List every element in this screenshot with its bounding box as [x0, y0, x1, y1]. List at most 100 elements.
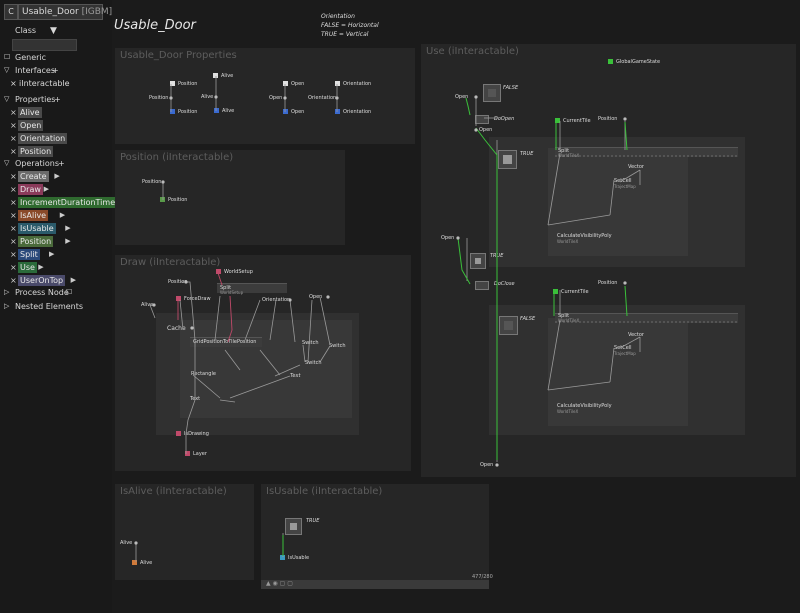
node-position-output[interactable]: Position — [160, 197, 187, 203]
node-alive-output[interactable]: Alive — [132, 560, 152, 566]
node-open[interactable]: Open — [309, 294, 323, 300]
true-toggle-box-icon-3[interactable] — [285, 518, 302, 535]
node-isusable-output[interactable]: IsUsable — [280, 555, 309, 561]
remove-x-icon[interactable]: × — [10, 79, 17, 88]
operation-item-isusable[interactable]: IsUsable — [18, 223, 56, 234]
node-cache[interactable]: Cache — [167, 325, 186, 332]
operation-item-draw[interactable]: Draw — [18, 184, 43, 195]
add-operation-plus-icon[interactable]: + — [58, 159, 65, 168]
add-property-plus-icon[interactable]: + — [54, 95, 61, 104]
position-panel[interactable]: Position (iInteractable) — [115, 150, 345, 245]
node-position-input[interactable]: Position — [142, 179, 162, 185]
class-input[interactable] — [12, 39, 77, 51]
operation-item-use[interactable]: Use — [18, 262, 37, 273]
split-bar-2[interactable] — [555, 313, 738, 323]
property-item-alive[interactable]: Alive — [18, 107, 42, 118]
node-text-italic[interactable]: Text — [290, 373, 301, 379]
remove-operation-x-icon[interactable]: × — [10, 172, 17, 181]
property-item-position[interactable]: Position — [18, 146, 54, 157]
node-orientation-top[interactable]: Orientation — [335, 81, 371, 87]
class-dropdown-arrow-icon[interactable]: ▼ — [50, 26, 57, 36]
false-toggle-box-icon[interactable] — [483, 84, 501, 102]
add-interface-plus-icon[interactable]: + — [52, 66, 59, 75]
node-alive-input[interactable]: Alive — [120, 540, 133, 546]
node-vector-2[interactable]: Vector — [628, 332, 644, 338]
node-setcell-1[interactable]: SetCell — [614, 178, 632, 184]
remove-operation-x-icon[interactable]: × — [10, 224, 17, 233]
node-alive-in[interactable]: Alive — [201, 94, 214, 100]
false-toggle-box-icon-2[interactable] — [499, 316, 518, 335]
element-title[interactable]: Usable_Door [IGBM] — [18, 4, 112, 20]
remove-operation-x-icon[interactable]: × — [10, 198, 17, 207]
operation-item-split[interactable]: Split — [18, 249, 40, 260]
operation-item-position[interactable]: Position — [18, 236, 54, 247]
remove-property-x-icon[interactable]: × — [10, 147, 17, 156]
toolbar-icons[interactable]: ▲ ◉ ▢ ▢ — [266, 580, 293, 587]
isalive-panel[interactable]: IsAlive (iInteractable) — [115, 484, 254, 580]
collapse-triangle-icon[interactable]: ▽ — [4, 159, 10, 167]
node-calcvis-2[interactable]: CalculateVisibilityPoly — [557, 403, 612, 409]
operation-item-userontop[interactable]: UserOnTop — [18, 275, 66, 286]
node-orientation[interactable]: Orientation — [262, 297, 291, 303]
expand-arrow-icon[interactable]: ▶ — [70, 276, 76, 284]
remove-property-x-icon[interactable]: × — [10, 108, 17, 117]
node-layer[interactable]: Layer — [185, 451, 207, 457]
node-switch-3[interactable]: Switch — [305, 360, 322, 366]
node-open-out[interactable]: Open — [283, 109, 304, 115]
true-toggle-box-icon-2[interactable] — [470, 253, 486, 269]
expand-arrow-icon[interactable]: ▶ — [38, 263, 44, 271]
node-isdrawing[interactable]: IsDrawing — [176, 431, 209, 437]
node-position-top[interactable]: Position — [170, 81, 197, 87]
remove-property-x-icon[interactable]: × — [10, 134, 17, 143]
node-calcvis-1[interactable]: CalculateVisibilityPoly — [557, 233, 612, 239]
remove-operation-x-icon[interactable]: × — [10, 276, 17, 285]
expand-triangle-icon[interactable]: ▷ — [4, 302, 10, 310]
split-node[interactable] — [217, 283, 287, 293]
remove-operation-x-icon[interactable]: × — [10, 211, 17, 220]
true-toggle-box-icon[interactable] — [498, 150, 517, 169]
remove-operation-x-icon[interactable]: × — [10, 185, 17, 194]
node-alive-out[interactable]: Alive — [214, 108, 234, 114]
node-setcell-2[interactable]: SetCell — [614, 345, 632, 351]
doopen-box-icon[interactable] — [475, 115, 489, 124]
remove-property-x-icon[interactable]: × — [10, 121, 17, 130]
expand-arrow-icon[interactable]: ▶ — [49, 250, 55, 258]
node-alive-top[interactable]: Alive — [213, 73, 233, 79]
operation-item-create[interactable]: Create — [18, 171, 49, 182]
properties-panel[interactable]: Usable_Door Properties — [115, 48, 415, 144]
node-orientation-out[interactable]: Orientation — [335, 109, 371, 115]
expand-triangle-icon[interactable]: ▷ — [4, 288, 10, 296]
node-open-3[interactable]: Open — [441, 235, 455, 241]
expand-arrow-icon[interactable]: ▶ — [65, 224, 71, 232]
grid-node[interactable] — [190, 337, 262, 347]
remove-operation-x-icon[interactable]: × — [10, 250, 17, 259]
interface-item[interactable]: iInteractable — [19, 79, 70, 88]
remove-operation-x-icon[interactable]: × — [10, 263, 17, 272]
c-button[interactable]: C — [4, 4, 18, 20]
node-position-1[interactable]: Position — [598, 116, 618, 122]
node-orientation-in[interactable]: Orientation — [308, 95, 337, 101]
expand-arrow-icon[interactable]: ▶ — [54, 172, 60, 180]
doclose-box-icon[interactable] — [475, 281, 489, 290]
process-node-checkbox-icon[interactable]: ☐ — [66, 288, 73, 296]
node-open-out[interactable]: Open — [480, 462, 494, 468]
node-position-2[interactable]: Position — [598, 280, 618, 286]
node-currenttile-2[interactable]: CurrentTile — [553, 289, 589, 295]
node-position-out[interactable]: Position — [170, 109, 197, 115]
collapse-triangle-icon[interactable]: ▽ — [4, 95, 10, 103]
node-alive[interactable]: Alive — [141, 302, 154, 308]
node-open-1[interactable]: Open — [455, 94, 469, 100]
collapse-triangle-icon[interactable]: ▽ — [4, 66, 10, 74]
expand-arrow-icon[interactable]: ▶ — [65, 237, 71, 245]
remove-operation-x-icon[interactable]: × — [10, 237, 17, 246]
operation-item-isalive[interactable]: IsAlive — [18, 210, 49, 221]
node-forcedraw[interactable]: ForceDraw — [176, 296, 211, 302]
node-open-2[interactable]: Open — [479, 127, 493, 133]
expand-arrow-icon[interactable]: ▶ — [43, 185, 49, 193]
node-rectangle[interactable]: Rectangle — [191, 371, 216, 377]
node-globalgamestate[interactable]: GlobalGameState — [608, 59, 660, 65]
node-position-in[interactable]: Position — [149, 95, 169, 101]
node-switch-1[interactable]: Switch — [302, 340, 319, 346]
node-vector-1[interactable]: Vector — [628, 164, 644, 170]
operation-item-incrementdurationtimer[interactable]: IncrementDurationTimer — [18, 197, 121, 208]
